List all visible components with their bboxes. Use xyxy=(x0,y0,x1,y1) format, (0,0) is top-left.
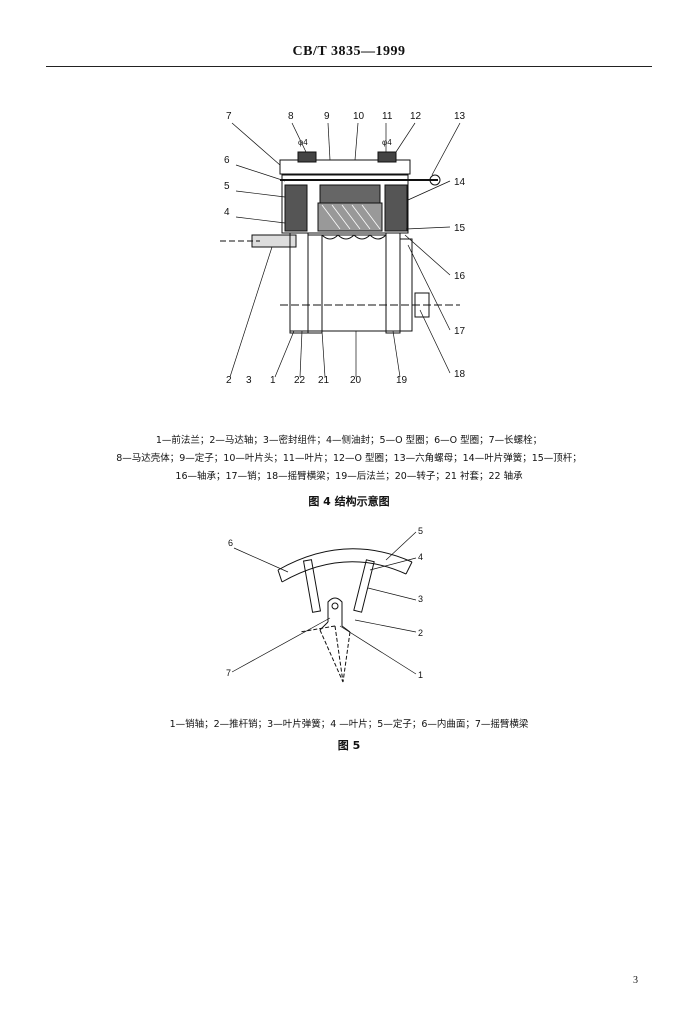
callout-22: 22 xyxy=(294,375,306,386)
callout-5: 5 xyxy=(224,181,230,192)
callout-14: 14 xyxy=(454,177,466,188)
callout-9: 9 xyxy=(324,111,330,122)
callout-1: 1 xyxy=(270,375,276,386)
callout-19: 19 xyxy=(396,375,408,386)
legend-line-2: 8—马达壳体；9—定子；10—叶片头；11—叶片；12—O 型圈；13—六角螺母… xyxy=(116,453,582,464)
document-header: CB/T 3835—1999 xyxy=(292,44,406,59)
callout-3: 3 xyxy=(246,375,252,386)
callout-17: 17 xyxy=(454,326,466,337)
callout-18: 18 xyxy=(454,369,466,380)
figure-4-title: 图 4 结构示意图 xyxy=(308,495,390,508)
legend-line-3: 16—轴承；17—销；18—摇臂横梁；19—后法兰；20—转子；21 衬套；22… xyxy=(175,471,523,482)
header-rule xyxy=(46,66,652,67)
figure-4-drawing: 7 8 9 10 11 12 13 φ4 φ4 6 5 4 14 15 16 1… xyxy=(220,111,466,386)
callout-12: 12 xyxy=(410,111,422,122)
callout-10: 10 xyxy=(353,111,365,122)
fig5-callout-3: 3 xyxy=(418,594,423,604)
callout-11: 11 xyxy=(382,111,393,122)
fig5-callout-2: 2 xyxy=(418,628,423,638)
fig5-callout-7: 7 xyxy=(226,668,231,678)
callout-4: 4 xyxy=(224,207,230,218)
callout-21: 21 xyxy=(318,375,330,386)
callout-7: 7 xyxy=(226,111,232,122)
fig5-callout-1: 1 xyxy=(418,670,423,680)
callout-8: 8 xyxy=(288,111,294,122)
figure-5-drawing: 6 5 4 3 2 1 7 xyxy=(226,526,423,683)
fig5-callout-4: 4 xyxy=(418,552,423,562)
fig5-callout-5: 5 xyxy=(418,526,423,536)
callout-13: 13 xyxy=(454,111,466,122)
callout-2: 2 xyxy=(226,375,232,386)
callout-6: 6 xyxy=(224,155,230,166)
fig5-callout-6: 6 xyxy=(228,538,233,548)
figure-4-legend: 1—前法兰；2—马达轴；3—密封组件；4—侧油封；5—O 型圈；6—O 型圈；7… xyxy=(0,432,698,486)
figure-5-legend: 1—销轴；2—推杆销；3—叶片弹簧；4 —叶片；5—定子；6—内曲面；7—摇臂横… xyxy=(169,719,529,730)
dim-right: φ4 xyxy=(382,138,392,147)
callout-15: 15 xyxy=(454,223,466,234)
callout-16: 16 xyxy=(454,271,466,282)
figure-5-title: 图 5 xyxy=(337,739,361,752)
legend-line-1: 1—前法兰；2—马达轴；3—密封组件；4—侧油封；5—O 型圈；6—O 型圈；7… xyxy=(155,435,543,446)
page-number: 3 xyxy=(633,975,638,986)
dim-left: φ4 xyxy=(298,138,308,147)
callout-20: 20 xyxy=(350,375,362,386)
